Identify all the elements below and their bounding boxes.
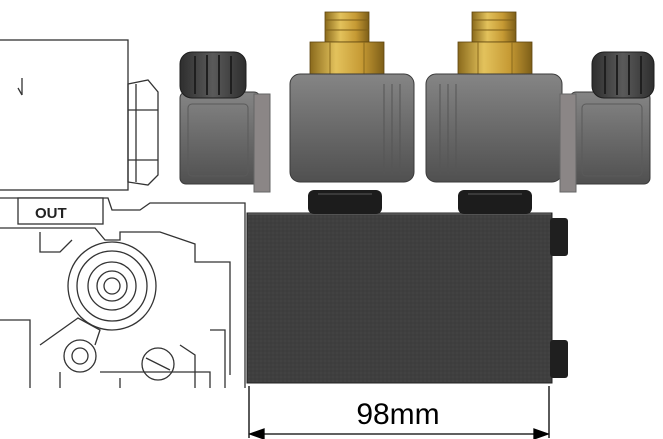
right-solenoid-valve bbox=[425, 11, 655, 214]
dimension-arrow-left bbox=[248, 428, 265, 439]
dimension-label: 98mm bbox=[356, 398, 439, 431]
pump-housing-lineart bbox=[0, 39, 246, 388]
manifold-block bbox=[246, 212, 553, 384]
left-solenoid-valve bbox=[179, 11, 415, 214]
dimension-arrow-right bbox=[533, 428, 550, 439]
out-port-label: OUT bbox=[35, 205, 67, 222]
lower-side-fitting bbox=[550, 340, 568, 378]
out-port-tab: OUT bbox=[17, 197, 104, 225]
dimension-indicator bbox=[248, 386, 550, 439]
upper-side-fitting bbox=[550, 218, 568, 256]
